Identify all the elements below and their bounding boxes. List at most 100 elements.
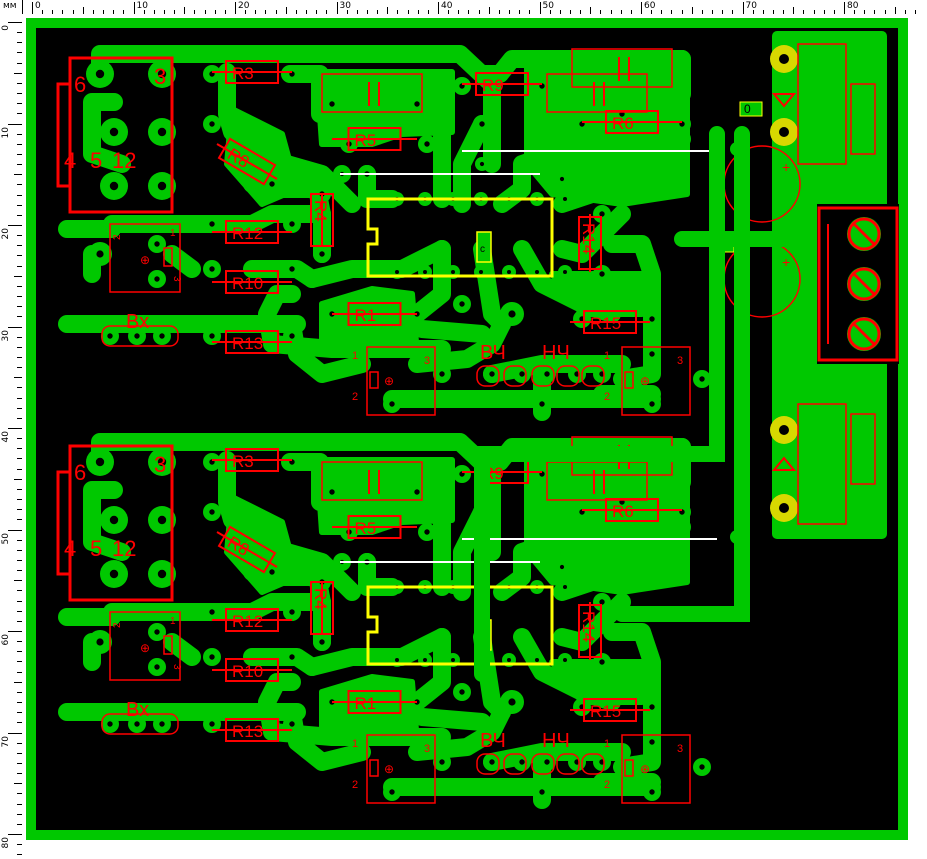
resistor-body — [605, 110, 659, 134]
ruler-minor-tick — [14, 681, 22, 683]
ruler-minor-tick — [17, 214, 22, 216]
resistor-body — [217, 525, 277, 574]
drill-hole — [209, 221, 215, 227]
ruler-minor-tick — [316, 10, 318, 14]
drill-hole — [95, 69, 105, 79]
ruler-minor-tick — [569, 10, 571, 14]
ruler-minor-tick — [17, 813, 22, 815]
ruler-minor-tick — [468, 10, 470, 14]
ruler-minor-tick — [488, 7, 490, 14]
ruler-minor-tick — [17, 762, 22, 764]
ic-capacitor — [476, 231, 492, 263]
resistor-body-group: R3 — [225, 60, 279, 84]
pot-pin-label: 2 — [352, 391, 358, 403]
resistor-body — [225, 60, 279, 84]
ruler-minor-tick — [17, 671, 22, 673]
drill-hole — [779, 425, 789, 435]
ruler-minor-tick — [17, 844, 22, 846]
drill-hole — [209, 509, 215, 515]
resistor-label: R3 — [232, 64, 254, 83]
ruler-minor-tick — [661, 10, 663, 14]
pot-outline — [621, 734, 691, 804]
drill-hole — [779, 127, 789, 137]
ruler-minor-tick — [651, 10, 653, 14]
drill-hole — [563, 197, 567, 201]
drill-hole — [489, 759, 495, 765]
drill-hole — [539, 401, 545, 407]
ruler-minor-tick — [732, 10, 734, 14]
ruler-tick — [336, 2, 338, 14]
ruler-minor-tick — [72, 10, 74, 14]
regulator-pad-ring — [847, 317, 881, 351]
resistor-label: R1 — [355, 306, 377, 325]
resistor-body — [310, 581, 334, 635]
ruler-tick-label: 40 — [1, 431, 11, 443]
regulator-pad-mark — [852, 272, 876, 296]
resistor-body-group: R4 — [310, 581, 334, 635]
resistor-body-group: R9 — [475, 72, 529, 96]
ruler-minor-tick — [498, 10, 500, 14]
ruler-minor-tick — [681, 10, 683, 14]
drill-hole — [157, 69, 167, 79]
drill-hole — [319, 251, 325, 257]
trimmer-pin-label: 1 — [170, 616, 176, 627]
drill-hole — [459, 301, 465, 307]
zero-pad[interactable] — [739, 101, 763, 117]
connector-pin-label: 6 — [74, 72, 86, 97]
pot-pin-label: 1 — [604, 350, 610, 362]
drill-hole — [389, 789, 395, 795]
resistor-body-group: R13 — [225, 330, 279, 354]
copper-trace — [453, 115, 491, 213]
power-trace — [474, 126, 725, 682]
resistor-label: R9 — [482, 76, 504, 95]
drill-hole — [389, 401, 395, 407]
resistor-label: R12 — [232, 224, 263, 243]
ruler-minor-tick — [17, 316, 22, 318]
pot-wiper-icon: ⊕ — [384, 374, 394, 388]
output-connector-outline — [476, 753, 500, 775]
ruler-tick-label: 10 — [136, 1, 148, 11]
ruler-minor-tick — [17, 559, 22, 561]
ruler-minor-tick — [874, 10, 876, 14]
ruler-minor-tick — [701, 10, 703, 14]
ruler-minor-tick — [519, 10, 521, 14]
output-connector-outline — [531, 753, 555, 775]
copper-trace — [163, 633, 201, 666]
ruler-minor-tick — [17, 742, 22, 744]
pot-outline — [366, 734, 436, 804]
ruler-minor-tick — [285, 7, 287, 14]
drill-hole — [649, 316, 655, 322]
ruler-tick-label: 30 — [1, 329, 11, 341]
drill-hole — [209, 121, 215, 127]
drill-hole — [599, 211, 605, 217]
ruler-minor-tick — [17, 133, 22, 135]
ruler-minor-tick — [92, 10, 94, 14]
resistor-body — [605, 498, 659, 522]
drill-hole — [451, 270, 455, 274]
drill-hole — [159, 333, 165, 339]
ruler-minor-tick — [17, 590, 22, 592]
capacitor-outline — [571, 48, 673, 88]
resistor-body-group: R1 — [347, 690, 402, 714]
ruler-minor-tick — [17, 773, 22, 775]
trimmer-body — [163, 247, 173, 267]
resistor-label: R1 — [355, 694, 377, 713]
ruler-minor-tick — [17, 549, 22, 551]
ruler-tick-label: 60 — [1, 634, 11, 646]
ruler-minor-tick — [184, 7, 186, 14]
drill-hole — [289, 221, 295, 227]
resistor-body — [578, 216, 602, 270]
pot-pin-label: 3 — [677, 743, 683, 755]
ruler-minor-tick — [377, 10, 379, 14]
resistor-body — [347, 690, 402, 714]
ruler-minor-tick — [17, 823, 22, 825]
pot-body — [369, 371, 379, 389]
pot-outline — [366, 346, 436, 416]
pot-pin-label: 2 — [604, 391, 610, 403]
drill-hole — [535, 270, 539, 274]
copper-trace — [83, 481, 131, 561]
drill-hole — [423, 658, 427, 662]
